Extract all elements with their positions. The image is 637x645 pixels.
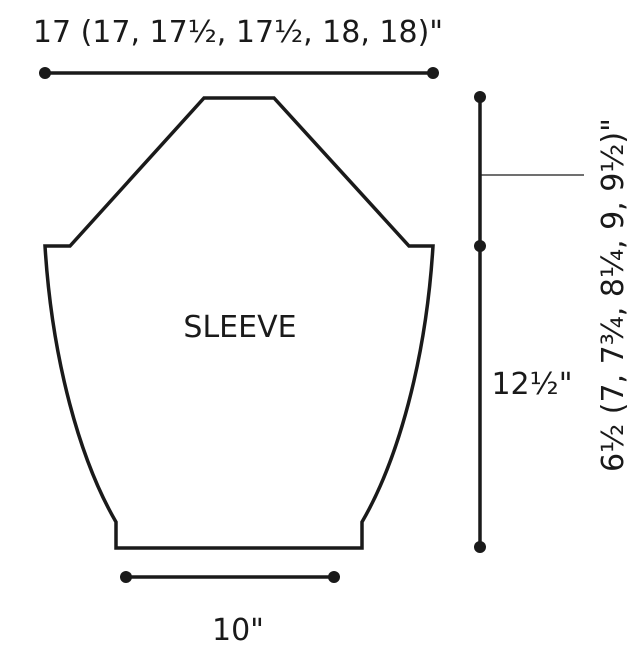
cap-bottom-endpoint (474, 240, 486, 252)
cuff-width-endpoint-left (120, 571, 132, 583)
sleeve-length-label: 12½" (491, 367, 572, 402)
piece-label: SLEEVE (183, 310, 296, 345)
cap-height-label: 6½ (7, 7¾, 8¼, 9, 9½)" (596, 118, 631, 472)
cuff-width-label: 10" (212, 613, 264, 645)
cap-top-endpoint (474, 91, 486, 103)
top-width-endpoint-left (39, 67, 51, 79)
top-width-endpoint-right (427, 67, 439, 79)
top-width-label: 17 (17, 17½, 17½, 18, 18)" (33, 15, 443, 50)
length-bottom-endpoint (474, 541, 486, 553)
sleeve-outline (43, 96, 435, 550)
cuff-width-endpoint-right (328, 571, 340, 583)
